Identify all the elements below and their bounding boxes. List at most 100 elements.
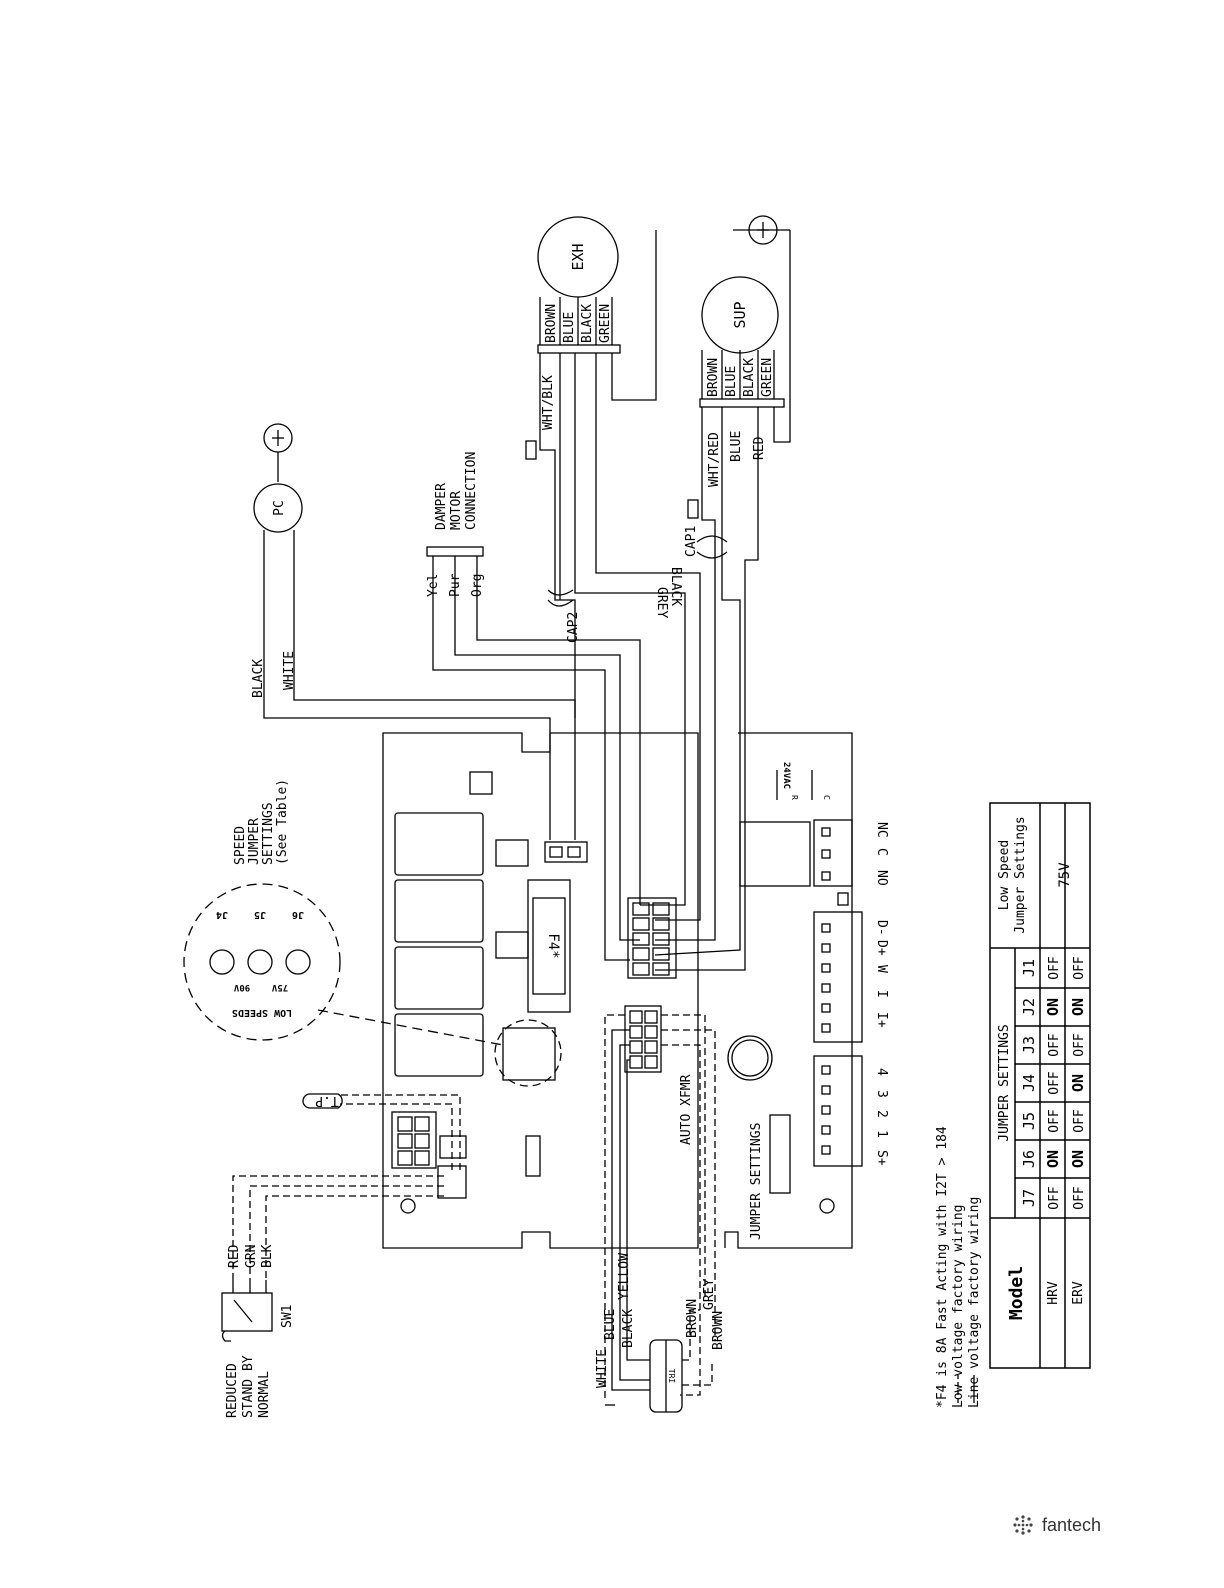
xfmr-grey: GREY: [702, 1279, 717, 1310]
table-cell-hrv-j7: OFF: [1047, 1186, 1062, 1210]
damper-title-2: MOTOR: [449, 491, 464, 530]
term-d-plus: D+: [874, 940, 889, 956]
table-cell-hrv-j5: OFF: [1047, 1109, 1062, 1133]
damper-title-3: CONNECTION: [464, 452, 479, 530]
speed-title-4: (See Table): [275, 779, 290, 865]
wht-red-label: WHT/RED: [707, 432, 722, 487]
table-cell-erv-j3: OFF: [1072, 1033, 1087, 1057]
table-cell-hrv-j3: OFF: [1047, 1033, 1062, 1057]
tp-label: T.P: [315, 1093, 339, 1108]
relay-no: NO: [874, 870, 889, 886]
table-cell-hrv-j2: ON: [1044, 998, 1062, 1016]
table-col-j3: J3: [1020, 1036, 1038, 1054]
table-cell-erv-j1: OFF: [1072, 956, 1087, 980]
switch-reduced: REDUCED: [225, 1363, 240, 1418]
term-i-plus: I+: [874, 1012, 889, 1028]
term-3: 3: [874, 1090, 889, 1098]
power-plug-label: PC: [272, 500, 287, 516]
table-cell-erv-j2: ON: [1069, 998, 1087, 1016]
note-line-voltage: Line voltage factory wiring: [967, 1197, 982, 1408]
switch-blk: BLK: [260, 1244, 275, 1268]
low-speeds-label: LOW SPEEDS: [232, 1007, 292, 1018]
sup-label: SUP: [731, 301, 749, 328]
power-white-label: WHITE: [282, 651, 297, 690]
sup-wire-brown: BROWN: [706, 358, 721, 397]
table-low-speed-header-2: Jumper Settings: [1013, 816, 1028, 933]
sup-wire-black: BLACK: [742, 358, 757, 397]
table-col-j1: J1: [1020, 959, 1038, 977]
sup-wire-green: GREEN: [760, 358, 775, 397]
switch-standby: STAND BY: [241, 1355, 256, 1418]
fantech-brand: fantech: [1042, 1515, 1102, 1535]
pin-j4: J4: [216, 909, 228, 920]
speed-title-2: JUMPER: [247, 818, 262, 865]
switch-red: RED: [227, 1244, 242, 1268]
exh-wire-black: BLACK: [580, 304, 595, 343]
table-cell-hrv-j6: ON: [1044, 1150, 1062, 1168]
table-cell-erv-j7: OFF: [1072, 1186, 1087, 1210]
term-w: W: [874, 965, 889, 973]
xfmr-brown-2: BROWN: [711, 1311, 726, 1350]
table-cell-hrv-j4: OFF: [1047, 1071, 1062, 1095]
exh-wire-brown: BROWN: [544, 304, 559, 343]
table-jumper-header: JUMPER SETTINGS: [997, 1024, 1012, 1141]
r-label: R: [790, 795, 799, 800]
table-col-j5: J5: [1020, 1112, 1038, 1130]
term-s-plus: S+: [874, 1150, 889, 1166]
fuse-label: F4*: [545, 933, 561, 958]
damper-pur: Pur: [448, 573, 463, 597]
switch-grn: GRN: [244, 1245, 259, 1268]
table-row-model-hrv: HRV: [1046, 1281, 1061, 1305]
grey-label: GREY: [654, 587, 669, 618]
switch-label: SW1: [280, 1305, 295, 1328]
table-col-j7: J7: [1020, 1189, 1038, 1207]
table-low-speed-value: 75V: [1057, 862, 1073, 888]
table-cell-erv-j6: ON: [1069, 1150, 1087, 1168]
damper-title-1: DAMPER: [434, 483, 449, 530]
term-4: 4: [874, 1068, 889, 1076]
board-jumper-settings-label: JUMPER SETTINGS: [749, 1123, 764, 1240]
cap1-label: CAP1: [684, 526, 699, 557]
vac-label: 24VAC: [781, 762, 791, 789]
exh-wire-green: GREEN: [598, 304, 613, 343]
xfmr-black: BLACK: [621, 1309, 636, 1348]
table-cell-hrv-j1: OFF: [1047, 956, 1062, 980]
speed-75v: 75V: [271, 982, 288, 992]
exh-wire-blue: BLUE: [562, 312, 577, 343]
table-cell-erv-j4: ON: [1069, 1074, 1087, 1092]
red-sup-label: RED: [752, 436, 767, 460]
wht-blk-label: WHT/BLK: [541, 375, 556, 430]
black-label: BLACK: [668, 567, 683, 606]
power-black-label: BLACK: [251, 659, 266, 698]
xfmr-blue: BLUE: [603, 1309, 618, 1340]
relay-c: C: [874, 848, 889, 856]
term-2: 2: [874, 1110, 889, 1118]
cap2-label: CAP2: [566, 612, 581, 643]
damper-yel: Yel: [426, 574, 441, 597]
sup-wire-blue: BLUE: [724, 366, 739, 397]
xfmr-yellow: YELLOW: [617, 1253, 632, 1300]
exh-label: EXH: [569, 243, 587, 270]
note-low-voltage: Low voltage factory wiring: [951, 1205, 966, 1409]
xfmr-white: WHITE: [595, 1349, 610, 1388]
table-col-j6: J6: [1020, 1150, 1038, 1168]
table-model-header: Model: [1006, 1266, 1027, 1320]
pin-j6: J6: [292, 909, 304, 920]
speed-90v: 90V: [233, 982, 250, 992]
note-fuse: *F4 is 8A Fast Acting with I2T > 184: [935, 1126, 950, 1408]
jumper-table: [989, 802, 1091, 1369]
switch-normal: NORMAL: [257, 1371, 272, 1418]
blue-sup-label: BLUE: [729, 431, 744, 462]
pin-j5: J5: [254, 909, 266, 920]
speed-title-3: SETTINGS: [261, 802, 276, 865]
term-i: I: [874, 990, 889, 998]
c-label: C: [822, 795, 831, 800]
term-d-minus: D-: [874, 920, 889, 936]
fantech-logo-icon: [1010, 1512, 1036, 1542]
relay-nc: NC: [874, 822, 889, 838]
table-col-j2: J2: [1020, 998, 1038, 1016]
table-col-j4: J4: [1020, 1074, 1038, 1092]
speed-title-1: SPEED: [233, 826, 248, 865]
